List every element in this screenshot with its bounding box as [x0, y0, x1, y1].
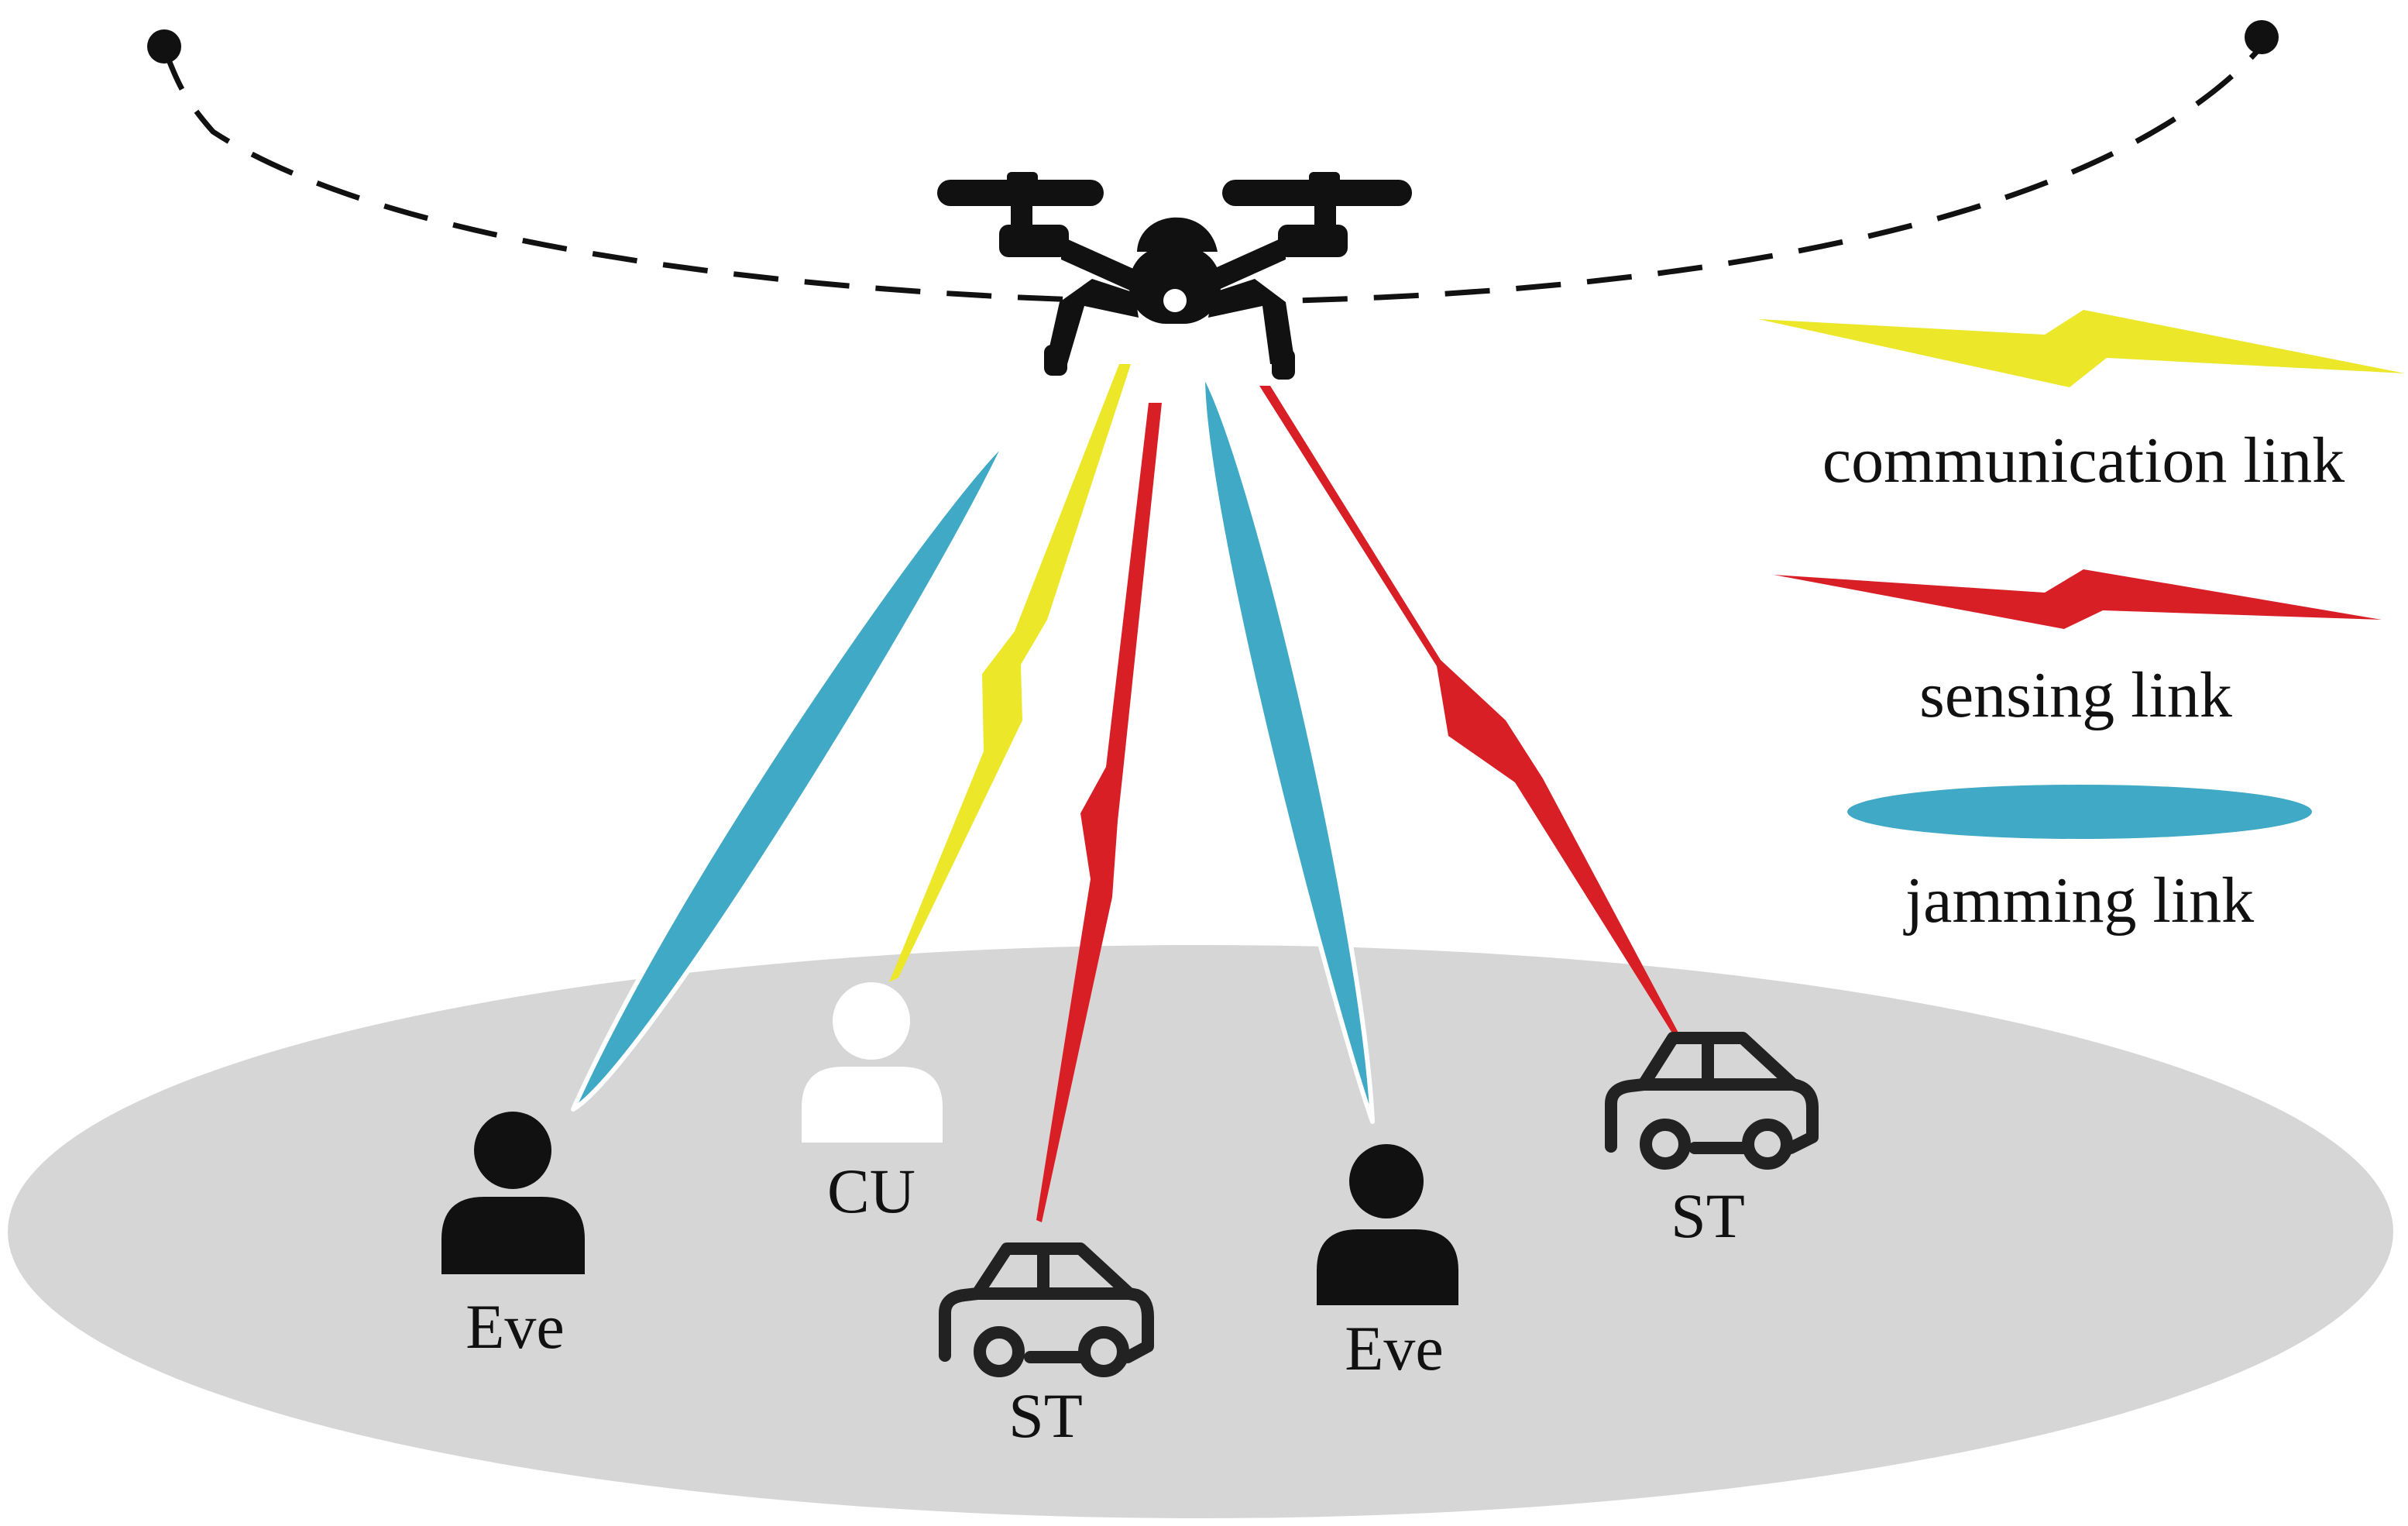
legend: communication link sensing link jamming …: [1758, 310, 2405, 937]
user-icon: [441, 1112, 585, 1274]
cu-label: CU: [827, 1156, 915, 1226]
sensing-link-to-st-middle: [1036, 403, 1162, 1222]
st-middle-node: ST: [939, 1242, 1154, 1451]
trajectory-start-point: [147, 29, 181, 64]
st-right-node: ST: [1605, 1032, 1819, 1251]
cu-node: CU: [802, 982, 943, 1226]
st-middle-label: ST: [1008, 1380, 1083, 1451]
legend-communication-swatch: [1758, 310, 2405, 387]
uav-trajectory: [147, 20, 2279, 305]
user-icon: [802, 982, 943, 1143]
trajectory-end-point: [2245, 20, 2279, 54]
eve-right-label: Eve: [1345, 1313, 1443, 1383]
sensing-link-to-st-right: [1259, 386, 1679, 1038]
jamming-beam-to-eve-left: [571, 438, 1009, 1112]
legend-sensing-swatch: [1774, 569, 2382, 629]
legend-jamming-label: jamming link: [1903, 864, 2254, 937]
communication-link-to-cu: [889, 364, 1131, 982]
st-right-label: ST: [1671, 1181, 1745, 1251]
eve-left-label: Eve: [465, 1291, 564, 1362]
legend-sensing-label: sensing link: [1919, 659, 2232, 731]
car-icon: [1605, 1032, 1819, 1170]
legend-jamming-swatch: [1847, 785, 2312, 839]
eve-right-node: Eve: [1317, 1144, 1458, 1383]
user-icon: [1317, 1144, 1458, 1305]
car-icon: [939, 1242, 1154, 1377]
jamming-beam-to-eve-right: [1200, 369, 1375, 1124]
eve-left-node: Eve: [441, 1112, 585, 1362]
legend-communication-label: communication link: [1822, 424, 2344, 497]
drone-icon: [937, 172, 1412, 380]
ground-area: [8, 945, 2393, 1518]
